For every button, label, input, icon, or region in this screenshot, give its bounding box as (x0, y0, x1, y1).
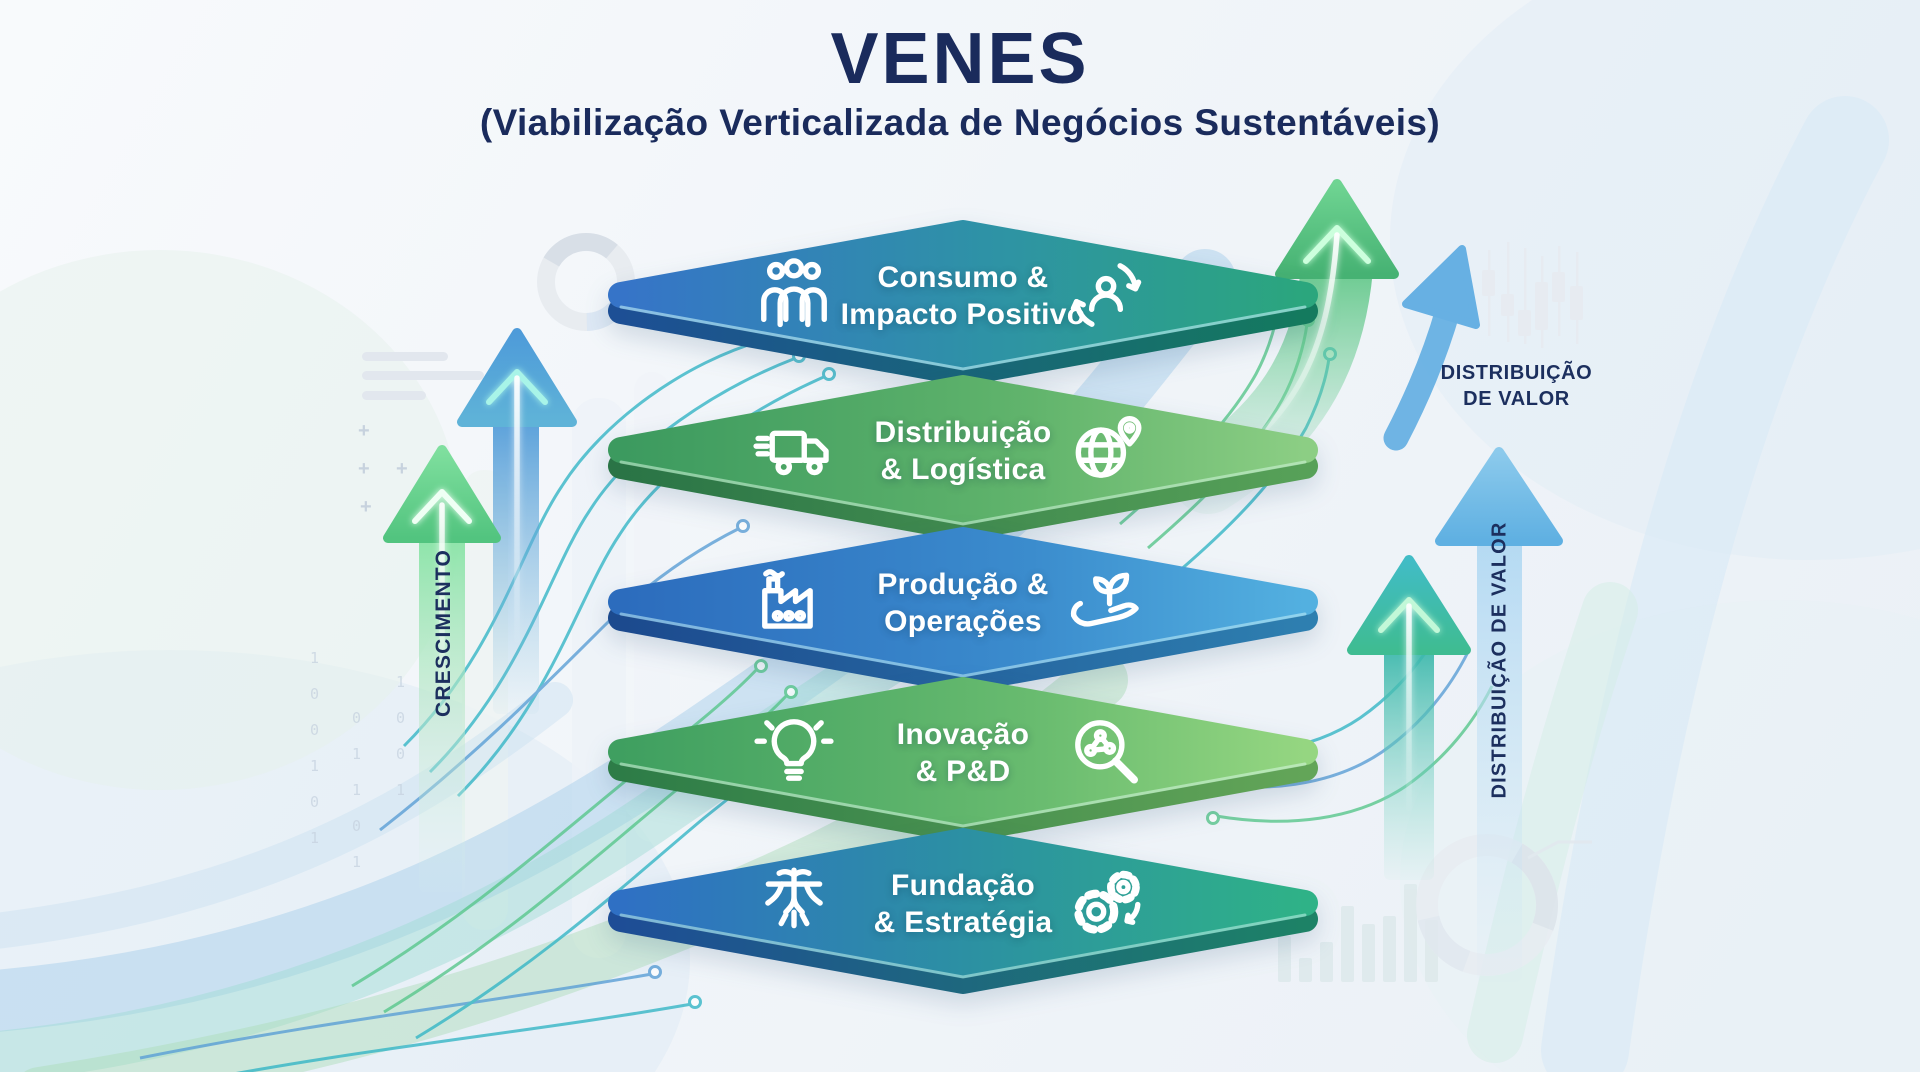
roots-icon (753, 862, 835, 944)
value-arrow-teal (1347, 555, 1471, 880)
layer-title-line2: Operações (884, 605, 1042, 638)
text-line-decor (362, 371, 484, 380)
layer-title-line2: Impacto Positivo (840, 298, 1086, 331)
distribuicao-valor-label-line1: DISTRIBUIÇÃO (1440, 362, 1593, 384)
layer-title-line1: Consumo & (877, 261, 1049, 294)
layer-title: Distribuição & Logística (803, 414, 1123, 488)
layer-title-line1: Distribuição (874, 416, 1052, 449)
layer-consumo-impacto: Consumo & Impacto Positivo (593, 177, 1333, 417)
factory-icon (753, 561, 835, 643)
crescimento-label: CRESCIMENTO (432, 549, 455, 717)
layer-title-line1: Fundação (890, 869, 1036, 902)
plus-mark-decor: + (358, 420, 370, 442)
page-subtitle: (Viabilização Verticalizada de Negócios … (479, 101, 1441, 143)
growth-arrow-green (383, 445, 501, 892)
layer-title: Consumo & Impacto Positivo (803, 259, 1123, 333)
text-line-decor (362, 391, 426, 400)
layer-title-line2: & P&D (915, 755, 1011, 788)
plus-mark-decor: + (396, 458, 408, 480)
candlestick-decor (1482, 242, 1583, 348)
magnifier-network-icon (1065, 711, 1147, 793)
distribuicao-valor-label-line2: DE VALOR (1463, 388, 1570, 410)
gears-icon (1065, 862, 1147, 944)
title-block: VENES (Viabilização Verticalizada de Neg… (0, 19, 1920, 144)
text-line-decor (362, 352, 448, 361)
growth-arrow-blue (457, 328, 577, 714)
layer-title-line1: Produção & (877, 568, 1049, 601)
layer-title-line2: & Estratégia (873, 906, 1053, 939)
person-cycle-icon (1065, 254, 1147, 336)
layer-title: Fundação & Estratégia (803, 867, 1123, 941)
layer-fundacao-estrategia: Fundação & Estratégia (593, 785, 1333, 1025)
globe-pin-icon (1065, 409, 1147, 491)
value-arrow-lightblue (1435, 447, 1563, 982)
people-group-icon (753, 254, 835, 336)
plus-mark-decor: + (358, 458, 370, 480)
binary-digits-decor: 0 1 1 0 1 (352, 709, 362, 871)
distribuicao-valor-label: DISTRIBUIÇÃO DE VALOR (1424, 360, 1609, 412)
layer-title: Produção & Operações (803, 566, 1123, 640)
curved-arrow-blue (1383, 245, 1480, 451)
distribuicao-valor-vertical-label: DISTRIBUIÇÃO DE VALOR (1488, 521, 1511, 799)
layer-title: Inovação & P&D (803, 716, 1123, 790)
binary-digits-decor: 1 0 0 1 (396, 673, 406, 799)
lightbulb-icon (753, 711, 835, 793)
bar-chart-decor (1278, 884, 1438, 982)
layer-title-line1: Inovação (896, 718, 1030, 751)
binary-digits-decor: 1 0 0 1 0 1 (310, 649, 320, 847)
delivery-truck-icon (753, 409, 835, 491)
plus-mark-decor: + (360, 496, 372, 518)
layer-title-line2: & Logística (880, 453, 1046, 486)
page-title: VENES (830, 19, 1090, 99)
hand-plant-icon (1065, 561, 1147, 643)
layer-inovacao-pd: Inovação & P&D (593, 634, 1333, 874)
